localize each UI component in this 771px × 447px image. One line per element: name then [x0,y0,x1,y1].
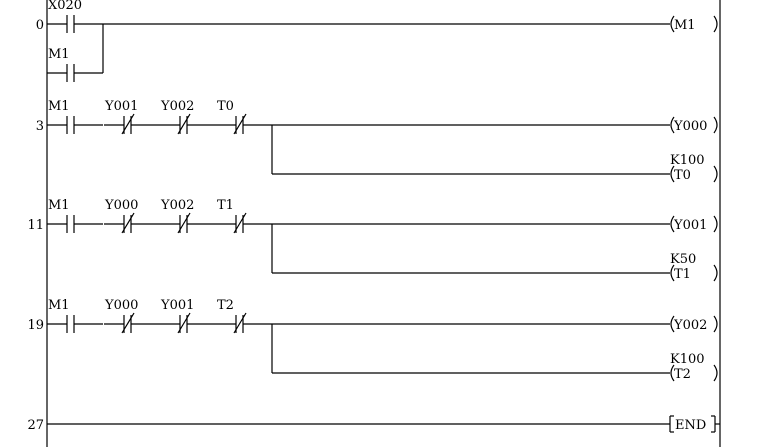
timer-setting: K100 [670,153,705,168]
nc-contact: Y000 [104,198,160,234]
coil-right-arc [713,165,718,183]
nc-contact: Y000 [104,298,160,334]
step-number: 0 [36,18,44,33]
contact-slash [121,212,135,234]
coil-left-arc [670,264,675,282]
contact-label: M1 [48,198,70,213]
no-contact: M1 [47,298,103,333]
coil-left-arc [670,165,675,183]
contact-slash [177,312,191,334]
coil-left-arc [670,364,675,382]
contact-label: Y000 [104,198,138,213]
output-coil: Y001 [670,215,718,233]
coil-label: T1 [674,267,691,282]
coil-left-arc [670,215,675,233]
contact-slash [177,212,191,234]
coil-left-arc [670,116,675,134]
coil-label: Y000 [673,119,707,134]
coil-right-arc [713,116,718,134]
contact-label: Y000 [104,298,138,313]
step-number: 3 [36,119,44,134]
contact-label: Y001 [104,99,138,114]
contact-slash [121,113,135,135]
contact-label: M1 [48,47,70,62]
contact-slash [177,113,191,135]
coil-right-arc [713,364,718,382]
contact-label: M1 [48,99,70,114]
output-coil: Y002 [670,315,718,333]
nc-contact: T0 [216,99,272,135]
no-contact: X020 [47,0,103,33]
nc-contact: Y002 [160,99,216,135]
step-number: 27 [27,418,44,433]
nc-contact: Y001 [160,298,216,334]
coil-label: T2 [674,367,691,382]
nc-contact: T1 [216,198,272,234]
coil-right-arc [713,15,718,33]
no-contact: M1 [47,47,103,82]
nc-contact: T2 [216,298,272,334]
output-coil: Y000 [670,116,718,134]
contact-slash [233,212,247,234]
coil-label: M1 [674,18,696,33]
end-instruction: END [669,415,720,433]
nc-contact: Y002 [160,198,216,234]
step-number: 11 [27,218,44,233]
coil-right-arc [713,264,718,282]
coil-right-arc [713,215,718,233]
timer-setting: K50 [670,252,696,267]
contact-slash [121,312,135,334]
no-contact: M1 [47,99,103,134]
coil-label: T0 [674,168,691,183]
contact-label: X020 [48,0,82,13]
contact-label: Y002 [160,198,194,213]
nc-contact: Y001 [104,99,160,135]
contact-slash [233,312,247,334]
timer-setting: K100 [670,352,705,367]
contact-label: Y001 [160,298,194,313]
end-label: END [675,418,706,433]
contact-label: T0 [217,99,234,114]
contact-label: Y002 [160,99,194,114]
coil-label: Y001 [673,218,707,233]
coil-label: Y002 [673,318,707,333]
contact-label: T1 [217,198,234,213]
coil-left-arc [670,315,675,333]
rung-27: 27 END [27,415,720,433]
contact-slash [233,113,247,135]
contact-label: T2 [217,298,234,313]
coil-right-arc [713,315,718,333]
output-coil: M1 [670,15,718,33]
no-contact: M1 [47,198,103,233]
coil-left-arc [670,15,675,33]
contact-label: M1 [48,298,70,313]
step-number: 19 [27,318,44,333]
